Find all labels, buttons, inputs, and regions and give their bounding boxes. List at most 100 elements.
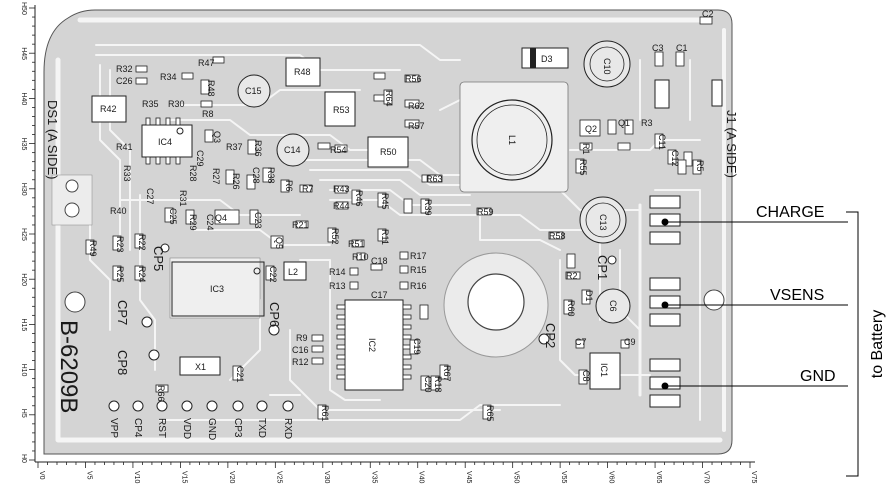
diode-d3 (521, 47, 569, 69)
svg-text:R62: R62 (408, 101, 425, 111)
mounting-hole-small-left (64, 291, 86, 313)
svg-text:C12: C12 (670, 150, 680, 167)
svg-text:R30: R30 (168, 99, 185, 109)
copper-pad-ic3 (169, 257, 261, 319)
svg-text:R34: R34 (160, 72, 177, 82)
svg-text:R7: R7 (302, 184, 314, 194)
svg-text:R18: R18 (433, 376, 443, 393)
svg-text:R59: R59 (477, 207, 494, 217)
svg-text:R58: R58 (549, 231, 566, 241)
svg-text:C25: C25 (168, 208, 178, 225)
ic-ic4 (141, 117, 193, 165)
svg-text:R22: R22 (137, 234, 147, 251)
svg-text:C29: C29 (195, 150, 205, 167)
y-tick-label: H30 (20, 183, 27, 196)
tp-label-cp1: CP1 (595, 255, 610, 280)
test-points (141, 243, 617, 361)
svg-text:R31: R31 (178, 190, 188, 207)
svg-text:R32: R32 (116, 64, 133, 74)
svg-text:L2: L2 (288, 267, 298, 277)
svg-text:R16: R16 (410, 281, 427, 291)
svg-text:R26: R26 (231, 173, 241, 190)
svg-text:Q5: Q5 (274, 237, 284, 249)
svg-text:R6: R6 (284, 180, 294, 192)
svg-text:R8: R8 (202, 109, 214, 119)
svg-text:R39: R39 (423, 199, 433, 216)
svg-text:C7: C7 (575, 337, 587, 347)
y-tick-label: H40 (20, 92, 27, 105)
y-tick-label: H20 (20, 273, 27, 286)
svg-text:R43: R43 (333, 184, 350, 194)
y-tick-label: H45 (20, 47, 27, 60)
y-tick-label: H5 (20, 409, 27, 418)
x-tick-label: V5 (85, 471, 92, 480)
x-tick-label: V50 (513, 471, 520, 484)
svg-text:X1: X1 (195, 362, 206, 372)
svg-text:R49: R49 (88, 240, 98, 257)
smd-parts (85, 16, 713, 420)
svg-text:C1: C1 (676, 43, 688, 53)
svg-text:R15: R15 (410, 265, 427, 275)
x-tick-label: V25 (275, 471, 282, 484)
svg-text:C21: C21 (235, 366, 245, 383)
svg-text:C10: C10 (602, 58, 612, 75)
crystal-x1 (179, 356, 221, 376)
svg-text:R52: R52 (330, 228, 340, 245)
svg-text:R35: R35 (142, 99, 159, 109)
callout-dots (661, 218, 669, 390)
tp-label-cp6: CP6 (267, 302, 282, 327)
svg-text:R60: R60 (566, 300, 576, 317)
svg-text:C26: C26 (116, 76, 133, 86)
callout-vsens: VSENS (770, 287, 824, 304)
svg-text:R3: R3 (641, 118, 653, 128)
pin-label-rst: RST (156, 418, 167, 438)
svg-text:D3: D3 (541, 54, 553, 64)
svg-text:R25: R25 (115, 266, 125, 283)
pin-label-vdd: VDD (181, 418, 192, 439)
svg-text:C20: C20 (423, 376, 433, 393)
svg-text:R67: R67 (442, 365, 452, 382)
svg-text:R55: R55 (578, 159, 588, 176)
svg-text:R12: R12 (292, 357, 309, 367)
svg-text:R10: R10 (352, 252, 369, 262)
svg-text:R37: R37 (226, 142, 243, 152)
header-pin-holes (108, 400, 294, 412)
svg-text:C8: C8 (581, 370, 591, 382)
x-tick-label: V35 (370, 471, 377, 484)
svg-text:R53: R53 (333, 105, 350, 115)
x-tick-label: V65 (655, 471, 662, 484)
svg-text:L1: L1 (507, 135, 517, 145)
svg-text:R44: R44 (333, 201, 350, 211)
svg-text:R64: R64 (384, 90, 394, 107)
svg-text:R40: R40 (110, 206, 127, 216)
svg-text:R11: R11 (380, 229, 390, 245)
svg-text:Q4: Q4 (215, 213, 227, 223)
ic-ic1 (589, 352, 621, 390)
ic-ic3 (171, 261, 265, 317)
svg-text:R46: R46 (354, 190, 364, 207)
svg-text:Q1: Q1 (618, 118, 630, 128)
y-tick-label: H25 (20, 228, 27, 241)
component-labels-vertical: R48 R64 C29 R36 R33 R28 R27 R26 C28 R38 … (88, 80, 705, 422)
svg-text:C27: C27 (145, 188, 155, 205)
svg-text:C15: C15 (245, 86, 262, 96)
y-tick-label: H10 (20, 364, 27, 377)
x-tick-label: V15 (180, 471, 187, 484)
x-tick-label: V40 (418, 471, 425, 484)
svg-text:C22: C22 (268, 266, 278, 283)
resistor-r42-body (91, 95, 127, 123)
svg-text:R2: R2 (566, 271, 578, 281)
svg-text:C13: C13 (598, 214, 608, 231)
svg-text:C28: C28 (251, 167, 261, 184)
svg-text:R45: R45 (380, 193, 390, 210)
svg-text:IC1: IC1 (599, 363, 609, 377)
svg-text:R27: R27 (211, 168, 221, 185)
pin-label-rxd: RXD (282, 418, 293, 439)
svg-text:Q2: Q2 (585, 124, 597, 134)
via-hole-b (65, 179, 79, 193)
x-tick-label: V10 (133, 471, 140, 484)
capacitor-c13 (579, 196, 627, 244)
x-tick-label: V45 (465, 471, 472, 484)
